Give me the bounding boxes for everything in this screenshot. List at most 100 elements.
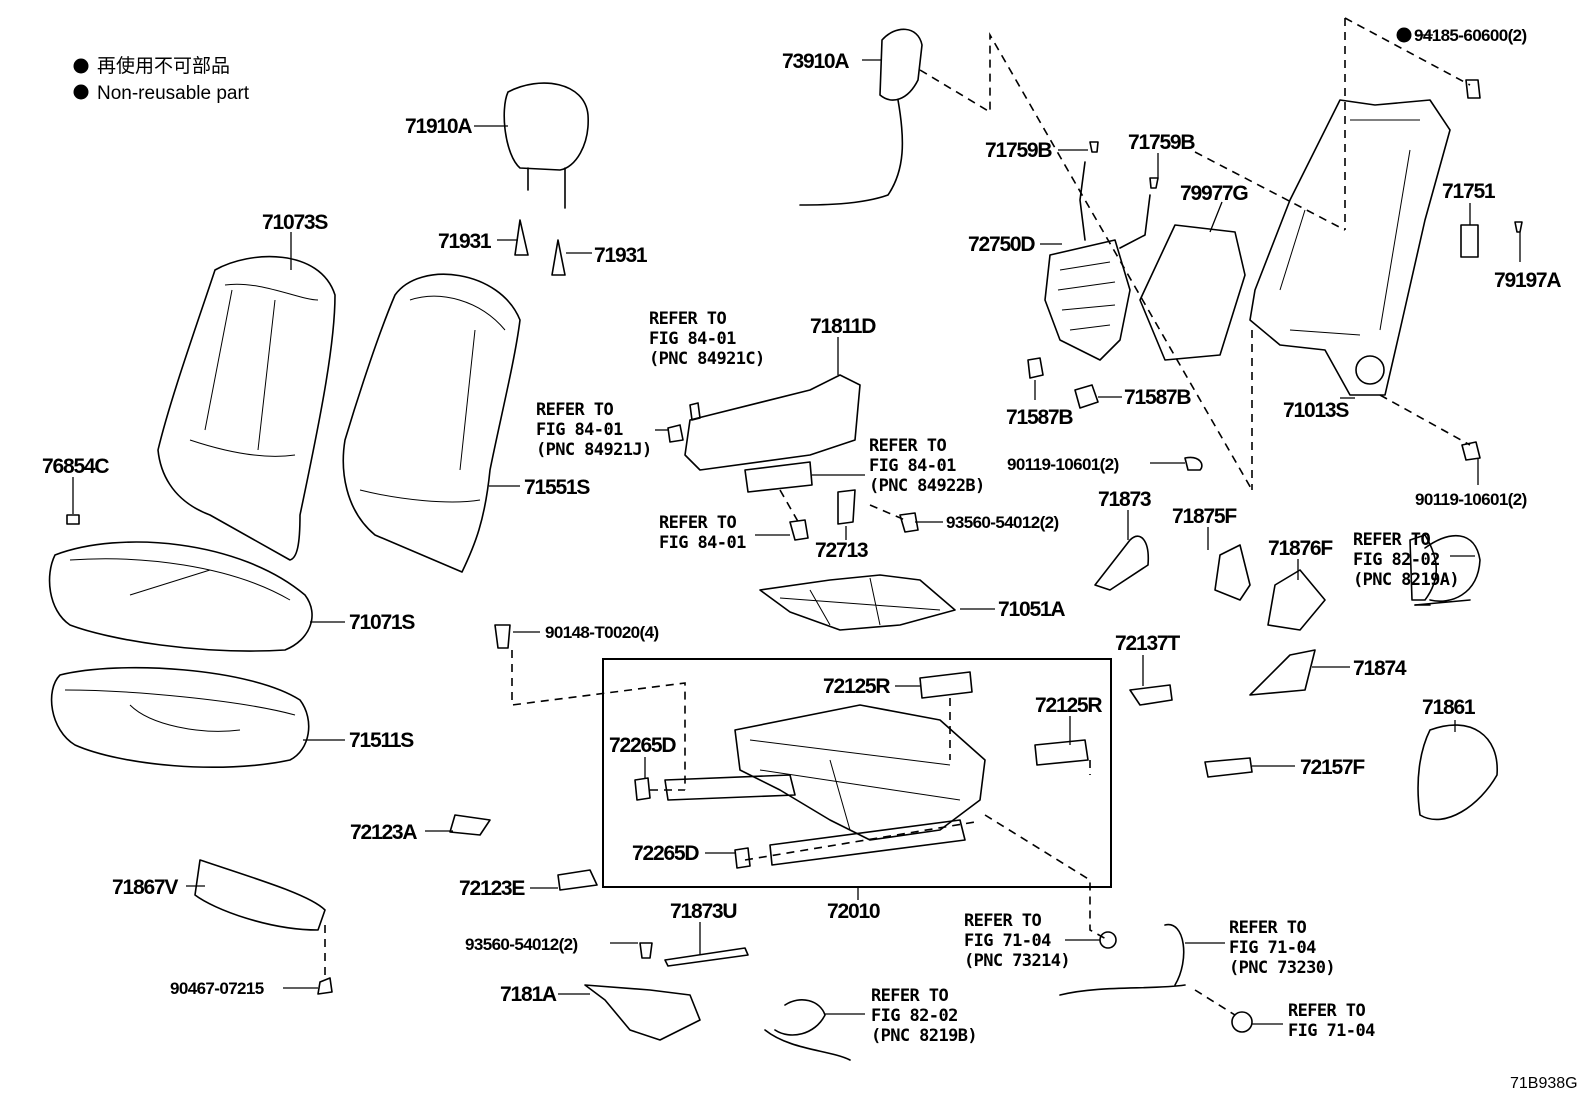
svg-text:REFER TO: REFER TO — [964, 911, 1041, 931]
svg-text:REFER TO: REFER TO — [871, 986, 948, 1006]
svg-text:FIG 84-01: FIG 84-01 — [869, 456, 956, 476]
svg-text:FIG 71-04: FIG 71-04 — [964, 931, 1051, 951]
cushion-frame-spring — [759, 574, 956, 631]
part-label: 72123A — [350, 821, 417, 844]
part-label: 71867V — [112, 876, 178, 899]
part-label: 71071S — [349, 611, 415, 634]
svg-text:(PNC 8219A): (PNC 8219A) — [1353, 570, 1459, 590]
svg-text:REFER TO: REFER TO — [536, 400, 613, 420]
refer-note: REFER TO FIG 82-02 (PNC 8219A) — [1353, 530, 1460, 590]
svg-text:FIG 84-01: FIG 84-01 — [536, 420, 623, 440]
legend: 再使用不可部品 Non-reusable part — [73, 55, 250, 104]
part-label: 94185-60600(2) — [1414, 26, 1527, 45]
svg-text:FIG 71-04: FIG 71-04 — [1288, 1021, 1375, 1041]
part-label: 71511S — [349, 729, 414, 752]
svg-text:REFER TO: REFER TO — [649, 309, 726, 329]
assembly-box — [602, 658, 1112, 888]
leader-lines — [72, 34, 1521, 1025]
side-airbag — [799, 28, 923, 206]
svg-text:FIG 82-02: FIG 82-02 — [1353, 550, 1440, 570]
part-label: 90148-T0020(4) — [545, 623, 659, 642]
svg-text:(PNC 8219B): (PNC 8219B) — [871, 1026, 977, 1046]
part-label: 71873U — [670, 900, 736, 923]
non-reusable-bullet-icon — [73, 58, 89, 74]
part-label: 71587B — [1006, 406, 1073, 429]
part-label: 71811D — [810, 315, 876, 338]
part-label: 90467-07215 — [170, 979, 264, 998]
svg-text:(PNC 84922B): (PNC 84922B) — [869, 476, 985, 496]
figure-code: 71B938G — [1510, 1075, 1578, 1092]
refer-note: REFER TO FIG 82-02 (PNC 8219B) — [871, 986, 978, 1046]
refer-note: REFER TO FIG 84-01 — [659, 513, 747, 553]
svg-text:FIG 71-04: FIG 71-04 — [1229, 938, 1316, 958]
part-label: 71875F — [1172, 505, 1237, 528]
small-parts — [66, 79, 1523, 1061]
reference-notes: REFER TO FIG 84-01 (PNC 84921C) REFER TO… — [536, 309, 1460, 1046]
refer-note: REFER TO FIG 71-04 — [1288, 1001, 1376, 1041]
part-label: 71931 — [594, 244, 648, 267]
part-label: 72010 — [827, 900, 880, 923]
legend-english: Non-reusable part — [97, 83, 250, 104]
part-label: 79977G — [1180, 182, 1248, 205]
part-label: 79197A — [1494, 269, 1561, 292]
seatback-pad — [342, 273, 521, 573]
seat-cushion-pad — [50, 666, 310, 769]
part-label: 71051A — [998, 598, 1065, 621]
part-label: 71759B — [985, 139, 1052, 162]
svg-text:FIG 84-01: FIG 84-01 — [659, 533, 746, 553]
seat-track-assembly — [664, 704, 986, 866]
part-label: 72157F — [1300, 756, 1365, 779]
svg-text:(PNC 84921J): (PNC 84921J) — [536, 440, 652, 460]
part-label: 90119-10601(2) — [1415, 490, 1527, 509]
headrest — [503, 82, 589, 209]
svg-text:REFER TO: REFER TO — [1288, 1001, 1365, 1021]
part-label: 7181A — [500, 983, 557, 1006]
seatback-frame — [1249, 99, 1451, 396]
part-label: 71910A — [405, 115, 472, 138]
back-board-pad — [1139, 224, 1246, 361]
refer-note: REFER TO FIG 84-01 (PNC 84921C) — [649, 309, 765, 369]
part-label: 71751 — [1442, 180, 1496, 203]
part-label: 73910A — [782, 50, 849, 73]
part-label: 93560-54012(2) — [946, 513, 1059, 532]
refer-note: REFER TO FIG 84-01 (PNC 84922B) — [869, 436, 985, 496]
part-label: 71861 — [1422, 696, 1476, 719]
part-label: 71873 — [1098, 488, 1151, 511]
part-labels: 73910A 71910A 71073S 71931 71931 71551S … — [42, 26, 1563, 1006]
part-label: 71876F — [1268, 537, 1333, 560]
part-label: 72125R — [823, 675, 890, 698]
lumbar-support — [1044, 161, 1151, 361]
refer-note: REFER TO FIG 84-01 (PNC 84921J) — [536, 400, 652, 460]
part-label: 72123E — [459, 877, 525, 900]
svg-text:REFER TO: REFER TO — [869, 436, 946, 456]
part-label: 71759B — [1128, 131, 1195, 154]
part-label: 76854C — [42, 455, 109, 478]
svg-text:REFER TO: REFER TO — [1353, 530, 1430, 550]
svg-text:(PNC 73214): (PNC 73214) — [964, 951, 1070, 971]
part-label: 90119-10601(2) — [1007, 455, 1119, 474]
part-label: 71073S — [262, 211, 328, 234]
svg-text:REFER TO: REFER TO — [1229, 918, 1306, 938]
svg-text:FIG 82-02: FIG 82-02 — [871, 1006, 958, 1026]
svg-text:REFER TO: REFER TO — [659, 513, 736, 533]
part-label: 72137T — [1115, 632, 1180, 655]
refer-note: REFER TO FIG 71-04 (PNC 73214) — [964, 911, 1071, 971]
svg-text:FIG 84-01: FIG 84-01 — [649, 329, 736, 349]
part-label: 72125R — [1035, 694, 1102, 717]
part-label: 71931 — [438, 230, 492, 253]
legend-japanese: 再使用不可部品 — [97, 55, 230, 77]
seat-cushion-cover — [48, 541, 313, 652]
non-reusable-bullet-icon — [1396, 27, 1412, 43]
part-label: 72265D — [609, 734, 676, 757]
part-label: 71013S — [1283, 399, 1349, 422]
svg-text:(PNC 73230): (PNC 73230) — [1229, 958, 1335, 978]
non-reusable-bullet-icon — [73, 84, 89, 100]
refer-note: REFER TO FIG 71-04 (PNC 73230) — [1229, 918, 1336, 978]
part-label: 72750D — [968, 233, 1035, 256]
side-shield — [684, 374, 861, 471]
assembly-lines — [324, 17, 1471, 1016]
part-label: 72265D — [632, 842, 699, 865]
part-label: 71587B — [1124, 386, 1191, 409]
part-label: 93560-54012(2) — [465, 935, 578, 954]
